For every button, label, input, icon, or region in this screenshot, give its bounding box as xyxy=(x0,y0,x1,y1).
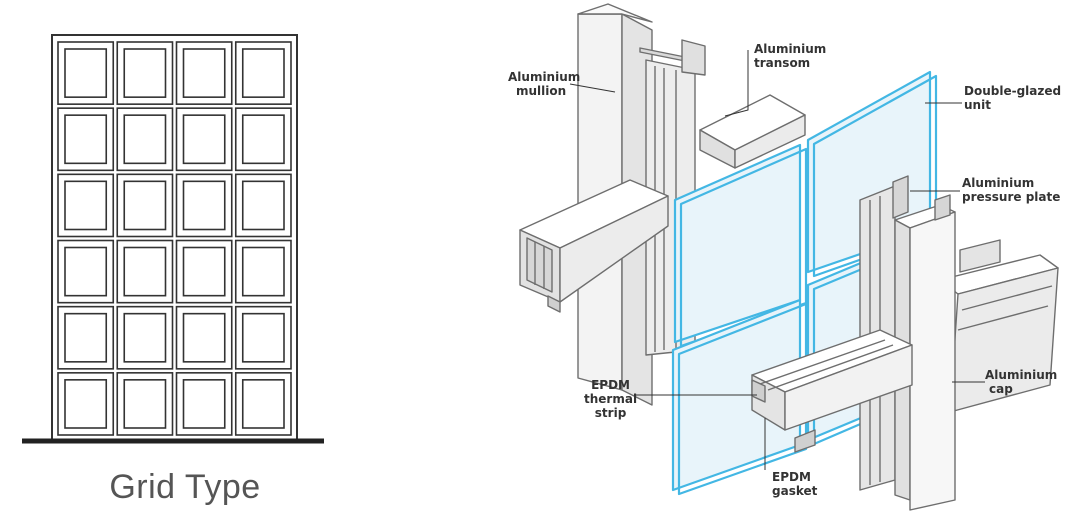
facade-cell xyxy=(234,305,292,370)
facade-window-pane xyxy=(123,114,167,165)
label-line: gasket xyxy=(772,484,818,498)
facade-window-pane xyxy=(241,48,285,98)
aluminium-transom-part xyxy=(699,94,806,169)
label-line: mullion xyxy=(516,84,567,98)
facade-cells xyxy=(57,41,292,436)
facade-window-pane xyxy=(182,114,226,165)
facade-window-pane xyxy=(241,312,285,363)
facade-window-pane xyxy=(123,246,167,297)
curtain-wall-exploded-view xyxy=(519,3,1059,511)
facade-cell xyxy=(57,173,115,238)
facade-cell xyxy=(57,107,115,172)
facade-cell xyxy=(116,173,174,238)
facade-window-pane xyxy=(64,180,108,231)
leader-lines xyxy=(569,50,985,470)
facade-cell xyxy=(175,107,233,172)
facade-window-pane xyxy=(123,312,167,363)
facade-cell xyxy=(175,305,233,370)
facade-cell xyxy=(234,372,292,436)
label-line: Aluminium xyxy=(754,42,827,56)
facade-window-pane xyxy=(241,114,285,165)
facade-window-pane xyxy=(64,48,108,98)
facade-cell xyxy=(116,41,174,105)
facade-cell xyxy=(234,41,292,105)
grid-type-caption: Grid Type xyxy=(109,468,261,506)
label-line: EPDM xyxy=(772,470,811,484)
facade-cell xyxy=(175,372,233,436)
facade-window-pane xyxy=(182,379,226,429)
right-transom-part xyxy=(939,239,1059,413)
label-line: transom xyxy=(754,56,811,70)
label-line: thermal xyxy=(584,392,638,406)
facade-cell xyxy=(175,173,233,238)
label-aluminium-cap: Aluminium cap xyxy=(985,368,1057,396)
facade-window-pane xyxy=(241,180,285,231)
facade-window-pane xyxy=(64,379,108,429)
label-line: EPDM xyxy=(591,378,630,392)
facade-window-pane xyxy=(182,48,226,98)
label-aluminium-mullion: Aluminium mullion xyxy=(508,70,580,98)
label-line: Aluminium xyxy=(508,70,581,84)
facade-window-pane xyxy=(123,379,167,429)
facade-cell xyxy=(57,372,115,436)
facade-cell xyxy=(116,372,174,436)
facade-window-pane xyxy=(64,312,108,363)
facade-cell xyxy=(57,305,115,370)
facade-window-pane xyxy=(64,246,108,297)
facade-cell xyxy=(116,239,174,304)
facade-cell xyxy=(234,173,292,238)
grid-type-facade xyxy=(22,34,324,444)
facade-cell xyxy=(57,41,115,105)
label-line: Double-glazed xyxy=(964,84,1062,98)
facade-cell xyxy=(175,239,233,304)
facade-cell xyxy=(175,41,233,105)
label-epdm-thermal-strip: EPDM thermal strip xyxy=(584,378,637,420)
facade-window-pane xyxy=(123,48,167,98)
facade-window-pane xyxy=(241,379,285,429)
label-line: Aluminium xyxy=(962,176,1035,190)
facade-window-pane xyxy=(241,246,285,297)
facade-cell xyxy=(116,305,174,370)
aluminium-mullion-part xyxy=(577,3,706,406)
facade-cell xyxy=(116,107,174,172)
label-line: cap xyxy=(989,382,1013,396)
label-epdm-gasket: EPDM gasket xyxy=(772,470,817,498)
label-line: unit xyxy=(964,98,991,112)
label-line: pressure plate xyxy=(962,190,1061,204)
facade-cell xyxy=(234,239,292,304)
lower-transom-part xyxy=(519,179,669,313)
facade-window-pane xyxy=(182,312,226,363)
facade-window-pane xyxy=(64,114,108,165)
facade-cell xyxy=(234,107,292,172)
horizontal-cap-part xyxy=(751,329,913,453)
label-aluminium-pressure-plate: Aluminium pressure plate xyxy=(962,176,1060,204)
facade-cell xyxy=(57,239,115,304)
facade-window-pane xyxy=(182,180,226,231)
facade-window-pane xyxy=(123,180,167,231)
label-line: strip xyxy=(594,406,627,420)
label-line: Aluminium xyxy=(985,368,1058,382)
label-aluminium-transom: Aluminium transom xyxy=(754,42,826,70)
facade-window-pane xyxy=(182,246,226,297)
label-double-glazed-unit: Double-glazed unit xyxy=(964,84,1061,112)
